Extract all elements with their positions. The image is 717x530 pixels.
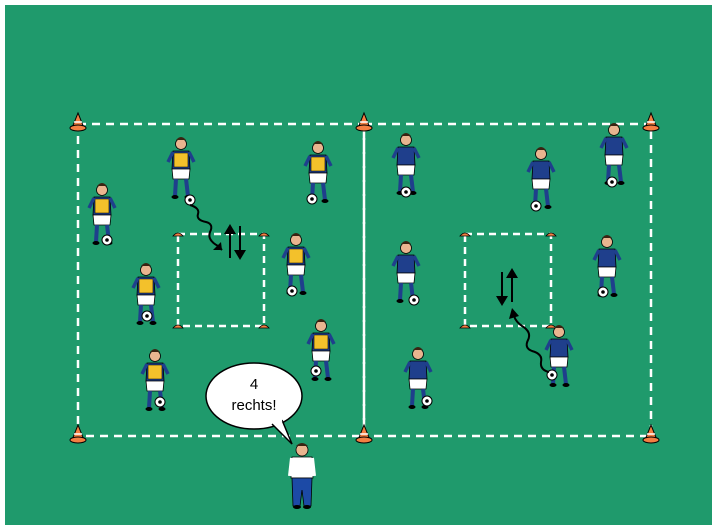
ball-icon bbox=[102, 235, 112, 245]
bubble-line-1: 4 bbox=[250, 376, 258, 393]
ball-icon bbox=[155, 397, 165, 407]
ball-icon bbox=[401, 187, 411, 197]
ball-icon bbox=[287, 286, 297, 296]
ball-icon bbox=[409, 295, 419, 305]
ball-icon bbox=[531, 201, 541, 211]
ball-icon bbox=[607, 177, 617, 187]
ball-icon bbox=[598, 287, 608, 297]
ball-icon bbox=[307, 194, 317, 204]
ball-icon bbox=[185, 195, 195, 205]
ball-icon bbox=[311, 366, 321, 376]
bubble-line-2: rechts! bbox=[231, 397, 276, 414]
ball-icon bbox=[422, 396, 432, 406]
ball-icon bbox=[142, 311, 152, 321]
